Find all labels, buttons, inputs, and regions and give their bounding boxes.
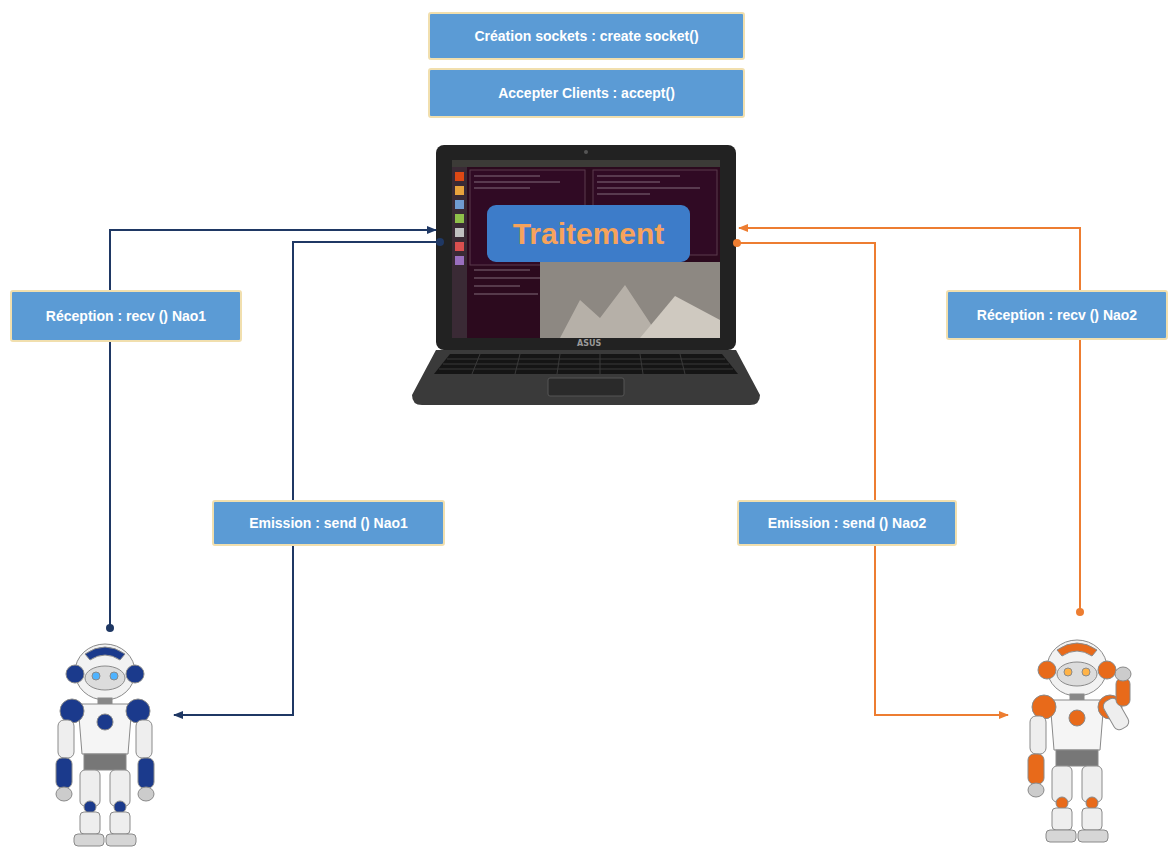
robot-chest xyxy=(97,714,113,730)
wire-dot xyxy=(733,239,741,247)
robot-forearm xyxy=(56,758,72,788)
wire-dot xyxy=(436,238,444,246)
robot-eye xyxy=(1082,668,1090,676)
receive-label-box: Réception : recv () Nao1 xyxy=(10,290,242,342)
robot-shoulder xyxy=(126,699,150,723)
robot-eye xyxy=(1064,668,1072,676)
recv-wire-nao2 xyxy=(739,228,1080,612)
keyboard-keys xyxy=(439,354,733,374)
robot-knee xyxy=(1056,797,1068,809)
screen-picture-shape xyxy=(640,296,720,338)
node-text: Accepter Clients : accept() xyxy=(498,85,675,101)
send-label-box: Emission : send () Nao1 xyxy=(212,500,445,546)
laptop-screen xyxy=(452,160,720,338)
socket-step-box: Accepter Clients : accept() xyxy=(428,68,745,118)
robot-arm xyxy=(1030,716,1046,754)
launcher-icon xyxy=(455,172,464,181)
robot-forearm xyxy=(138,758,154,788)
node-text: Emission : send () Nao1 xyxy=(249,515,408,531)
robot-shoulder xyxy=(60,699,84,723)
receive-label-box: Réception : recv () Nao2 xyxy=(946,290,1168,340)
robot-ear xyxy=(1038,661,1056,679)
laptop-touchpad xyxy=(548,378,624,396)
process-box: Traitement xyxy=(487,205,690,262)
laptop-illustration xyxy=(412,145,760,405)
screen-picture xyxy=(540,262,720,338)
robot-foot xyxy=(1078,830,1108,842)
launcher-icon xyxy=(455,242,464,251)
launcher-icon xyxy=(455,256,464,265)
robot-eye xyxy=(110,672,118,680)
robot-ear xyxy=(1098,661,1116,679)
robot-torso xyxy=(78,704,132,754)
screen-picture-shape xyxy=(560,285,660,338)
robot-torso xyxy=(1050,700,1104,750)
robot-eye xyxy=(92,672,100,680)
robot-ear xyxy=(66,665,84,683)
robot-ear xyxy=(126,665,144,683)
robot-head-accent xyxy=(1057,643,1097,656)
robot-forearm xyxy=(1116,678,1130,706)
robot-chest xyxy=(1069,710,1085,726)
robot-face xyxy=(85,666,125,690)
robot-face xyxy=(1057,662,1097,686)
robot-hand xyxy=(1028,783,1044,797)
node-text: Emission : send () Nao2 xyxy=(768,515,927,531)
robot-nao1 xyxy=(56,644,154,846)
launcher-icon xyxy=(455,228,464,237)
wire-dot xyxy=(106,624,114,632)
screen-launcher xyxy=(452,167,467,338)
robot-head-accent xyxy=(85,647,125,660)
robot-foot xyxy=(1046,830,1076,842)
robot-pelvis xyxy=(84,754,126,770)
laptop-keyboard xyxy=(434,354,738,374)
robot-shin xyxy=(1082,808,1102,830)
robot-hand xyxy=(56,787,72,801)
robot-knee xyxy=(114,801,126,813)
robot-foot xyxy=(106,834,136,846)
socket-step-box: Création sockets : create socket() xyxy=(428,12,745,60)
node-text: Réception : recv () Nao2 xyxy=(977,307,1137,323)
wire-dot xyxy=(1076,608,1084,616)
launcher-icon xyxy=(455,214,464,223)
node-text: Réception : recv () Nao1 xyxy=(46,308,206,324)
node-text: Traitement xyxy=(513,217,665,251)
laptop-base xyxy=(412,350,760,405)
robot-arm xyxy=(58,720,74,758)
send-label-box: Emission : send () Nao2 xyxy=(737,500,957,546)
robot-knee xyxy=(1086,797,1098,809)
robot-nao2 xyxy=(1028,640,1131,842)
laptop-camera xyxy=(584,150,588,154)
wires xyxy=(110,228,1080,715)
robot-hand xyxy=(1115,667,1131,681)
robot-shoulder xyxy=(1032,695,1056,719)
robot-shin xyxy=(1052,808,1072,830)
robot-arm xyxy=(136,720,152,758)
brand-label: ASUS xyxy=(577,339,601,348)
robot-knee xyxy=(84,801,96,813)
launcher-icon xyxy=(455,186,464,195)
robot-pelvis xyxy=(1056,750,1098,766)
robot-shin xyxy=(110,812,130,834)
robot-shin xyxy=(80,812,100,834)
laptop-bezel xyxy=(436,145,736,350)
screen-topbar xyxy=(452,160,720,167)
robot-forearm xyxy=(1028,754,1044,784)
launcher-icon xyxy=(455,200,464,209)
robot-hand xyxy=(138,787,154,801)
node-text: Création sockets : create socket() xyxy=(474,28,698,44)
robot-foot xyxy=(74,834,104,846)
